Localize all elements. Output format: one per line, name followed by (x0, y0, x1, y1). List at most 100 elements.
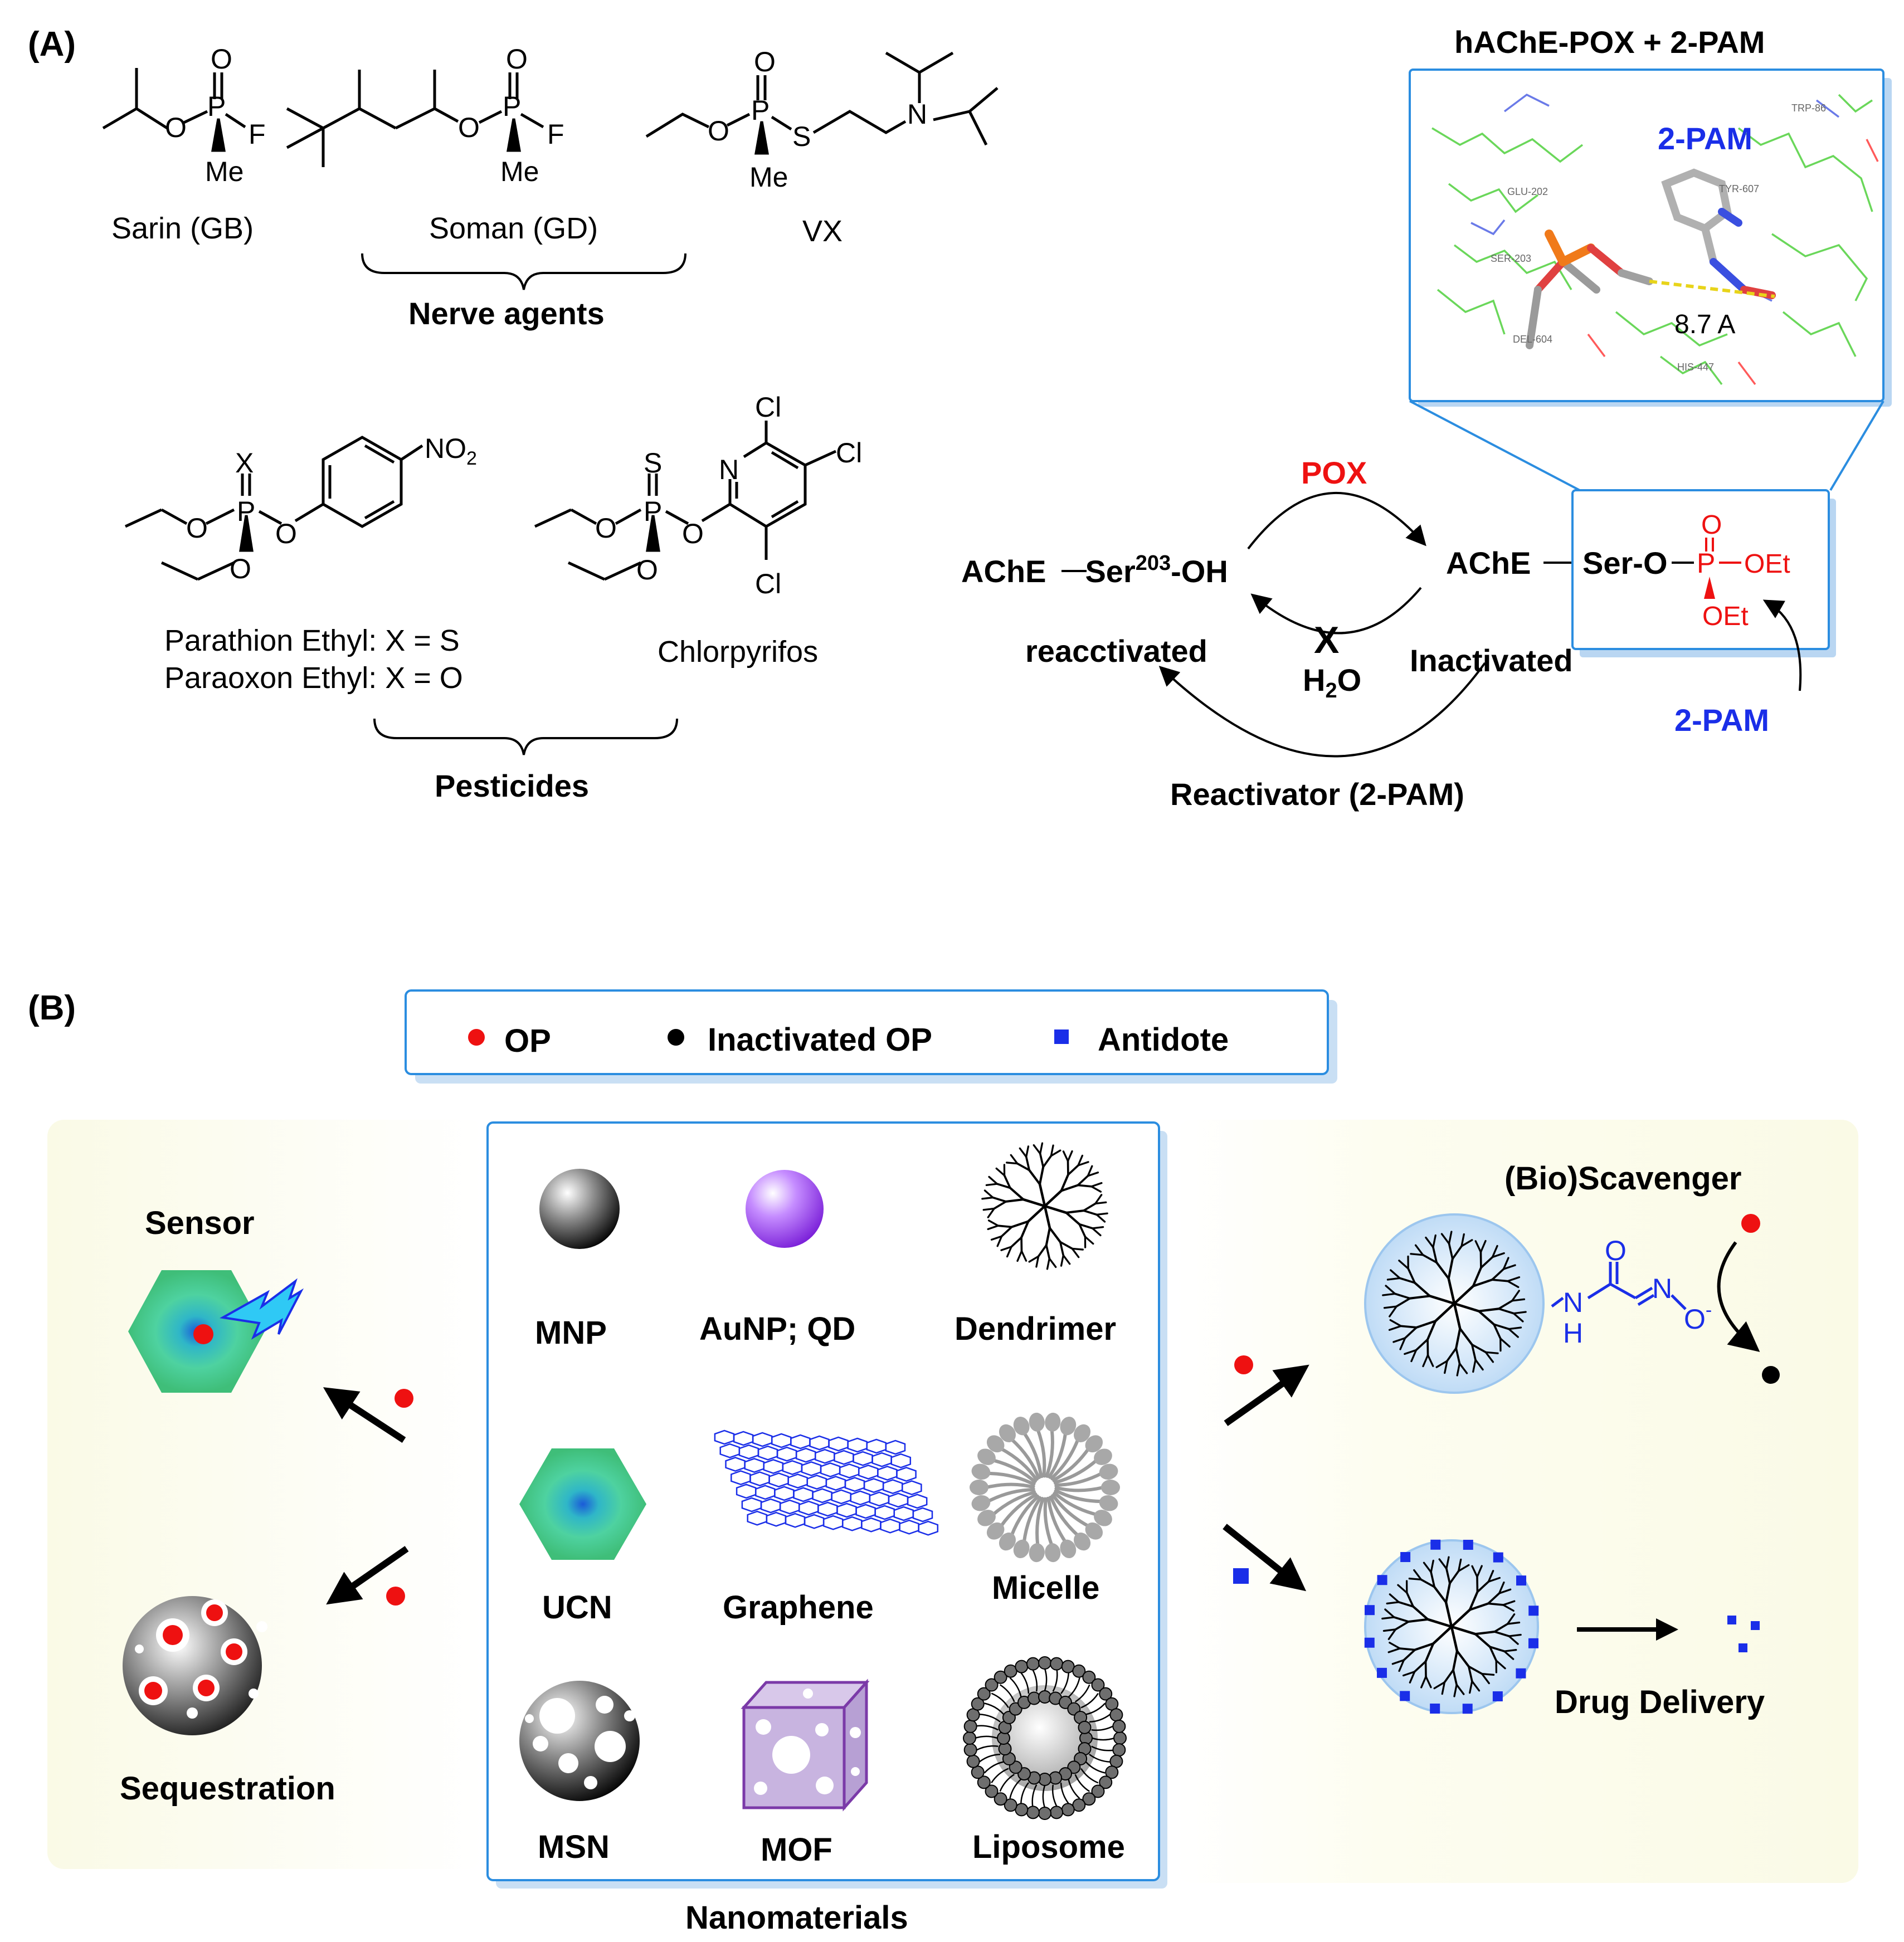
inset-residue-tyr: TYR-607 (1719, 183, 1759, 194)
dendrimer-icon (981, 1142, 1108, 1270)
nerve-agents-brace (361, 253, 686, 290)
right-arrow-top-dot (1234, 1355, 1253, 1374)
vx-o-ester: O (708, 115, 729, 147)
center-item-mnp: MNP (535, 1315, 607, 1351)
released-antidote-1 (1727, 1616, 1736, 1624)
inset-residue-glu: GLU-202 (1507, 186, 1548, 197)
soman-o-dbl: O (506, 43, 528, 75)
center-item-ucn: UCN (542, 1589, 612, 1626)
cycle-x-mark: X (1314, 619, 1339, 661)
soman-o-ester: O (458, 112, 480, 143)
sarin-f: F (249, 119, 266, 150)
cycle-pam-bottom: 2-PAM (1674, 702, 1769, 738)
msn-icon (519, 1681, 640, 1801)
phosphonyl-oet1: OEt (1744, 549, 1790, 579)
parathion-x: X (235, 447, 254, 479)
cycle-ache-right: AChE (1446, 545, 1531, 580)
inset-residue-his: HIS-447 (1677, 362, 1714, 373)
center-item-liposome: Liposome (972, 1829, 1125, 1865)
liposome-icon (963, 1656, 1127, 1820)
inset-pam-ligand (1661, 168, 1776, 299)
pesticides-label: Pesticides (435, 768, 589, 803)
center-item-micelle: Micelle (992, 1570, 1099, 1606)
phosphonyl-p: P (1697, 548, 1715, 579)
cycle-arrow-top (1247, 491, 1426, 550)
inset-title: hAChE-POX + 2-PAM (1454, 25, 1765, 60)
right-arrow-bottom-square (1233, 1568, 1249, 1584)
aunp-icon (746, 1170, 824, 1248)
inset-pox-ligand (1526, 230, 1653, 349)
inset-frame (1409, 69, 1884, 402)
panel-a-label: (A) (28, 25, 76, 64)
cycle-inactivated: Inactivated (1410, 643, 1573, 678)
oxime-arm (1551, 1262, 1687, 1310)
sensor-lightning-icon (219, 1278, 304, 1340)
vx-me: Me (749, 162, 788, 193)
parathion-o3: O (275, 518, 297, 549)
left-arrow-sensor (323, 1387, 406, 1443)
scavenger-curve-arrow (1717, 1241, 1760, 1352)
scavenger-inactivated-dot (1762, 1366, 1780, 1384)
inset-connector-right (1829, 400, 1884, 491)
left-arrow-sequestration (326, 1546, 409, 1605)
center-item-mof: MOF (761, 1832, 832, 1868)
sarin-structure (102, 68, 246, 152)
oxime-o: O (1605, 1235, 1627, 1266)
vx-s: S (792, 121, 811, 152)
legend-antidote-square (1054, 1029, 1069, 1044)
oxime-nh-n: N (1563, 1287, 1583, 1318)
scavenger-dendrimer (1364, 1213, 1545, 1394)
mof-icon (741, 1678, 870, 1812)
sequestration-particle (123, 1596, 267, 1735)
scavenger-op-dot (1741, 1214, 1760, 1233)
inset-pam-label: 2-PAM (1658, 121, 1752, 156)
chlorpyrifos-p: P (644, 496, 662, 527)
inset-residue-ser: SER-203 (1491, 253, 1531, 264)
ucn-icon (519, 1448, 646, 1560)
inset-molecular-view (1431, 93, 1879, 386)
soman-name: Soman (GD) (429, 212, 598, 245)
vx-n: N (907, 99, 927, 130)
vx-p: P (751, 95, 770, 126)
oxime-nh-h: H (1563, 1318, 1583, 1349)
soman-structure (286, 70, 544, 167)
legend-op: OP (504, 1023, 551, 1059)
pesticides-brace (373, 718, 678, 755)
released-antidote-2 (1751, 1621, 1760, 1630)
right-panel-bg (1176, 1120, 1858, 1883)
sarin-p: P (207, 91, 226, 122)
vx-o-dbl: O (754, 46, 776, 77)
pam-attack-arrow (1762, 599, 1802, 691)
phosphonyl-o-dbl: O (1701, 510, 1722, 540)
left-arrow-sequestration-dot (386, 1587, 405, 1606)
parathion-p: P (237, 496, 255, 527)
chlorpyrifos-cl2: Cl (836, 437, 862, 469)
cycle-arrow-outer (1158, 662, 1486, 758)
right-drug-delivery: Drug Delivery (1555, 1684, 1765, 1720)
phosphonyl-oet2: OEt (1702, 602, 1749, 631)
sarin-name: Sarin (GB) (111, 212, 254, 245)
parathion-no2: NO2 (425, 433, 477, 469)
soman-me: Me (500, 156, 539, 187)
center-item-aunp: AuNP; QD (699, 1311, 855, 1347)
panel-b-label: (B) (28, 989, 76, 1027)
right-arrow-bottom (1223, 1524, 1307, 1592)
chlorpyrifos-o2: O (636, 554, 658, 585)
vx-name: VX (802, 214, 843, 248)
released-antidote-3 (1739, 1643, 1747, 1652)
parathion-line2: Paraoxon Ethyl: X = O (164, 661, 463, 695)
legend-inactivated-dot (668, 1029, 684, 1046)
legend-box (405, 989, 1329, 1075)
left-sequestration: Sequestration (120, 1770, 335, 1807)
center-item-msn: MSN (538, 1829, 610, 1865)
sensor-op-dot (193, 1324, 213, 1344)
parathion-line1: Parathion Ethyl: X = S (164, 624, 460, 657)
parathion-o1: O (186, 513, 208, 544)
micelle-icon (970, 1412, 1120, 1563)
parathion-structure (124, 436, 423, 581)
legend-antidote: Antidote (1098, 1022, 1229, 1058)
phosphonyl-ser-o: Ser-O (1582, 545, 1668, 580)
left-arrow-sensor-dot (395, 1389, 413, 1408)
oxime-o-minus: O- (1684, 1300, 1712, 1335)
